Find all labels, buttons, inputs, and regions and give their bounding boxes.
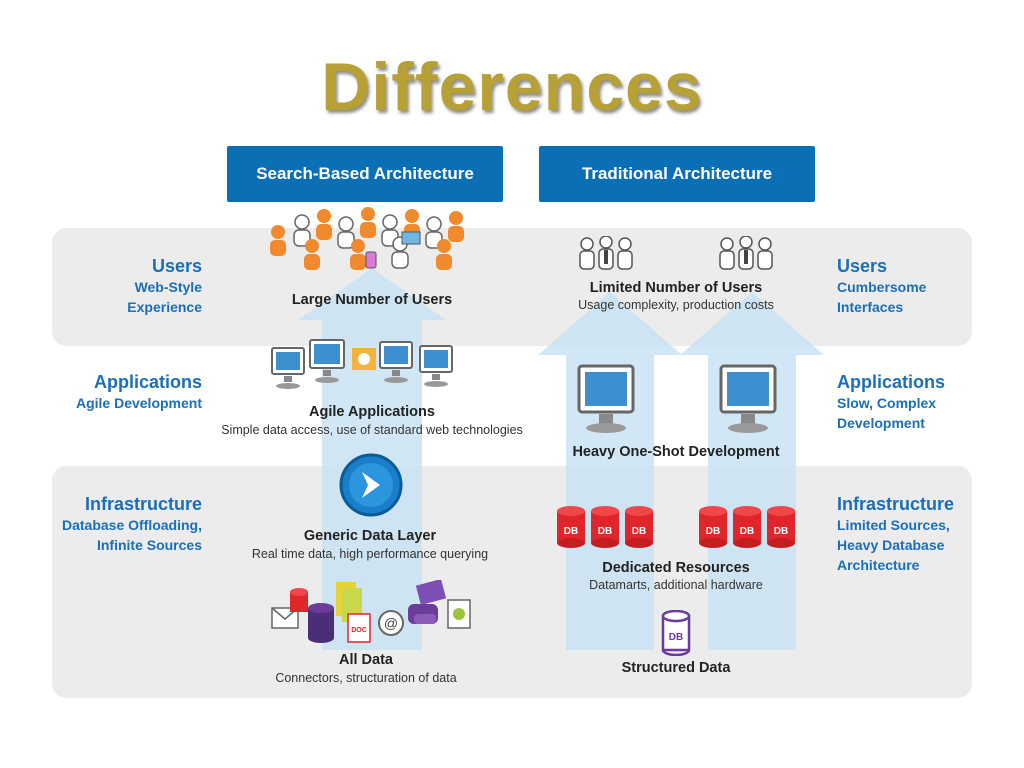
user-icon	[316, 209, 332, 240]
db-group-right: DB DB DB	[698, 505, 798, 549]
database-icon	[591, 506, 619, 548]
infrastructure-band	[52, 466, 972, 698]
monitor-icon	[271, 347, 305, 389]
left-infrastructure-sub2: Infinite Sources	[96, 537, 202, 553]
user-icon	[448, 211, 464, 242]
structured-db-icon: DB	[661, 610, 691, 656]
left-users-label: Users Web-Style Experience	[40, 256, 202, 317]
user-icon	[360, 207, 376, 238]
agile-apps-title: Agile Applications	[309, 404, 435, 420]
db-label: DB	[668, 632, 684, 643]
all-data-icons: DOC @	[271, 580, 471, 643]
agile-apps-sub: Simple data access, use of standard web …	[221, 423, 523, 437]
database-icon	[733, 506, 761, 548]
crowd-users-icon	[270, 207, 464, 270]
db-label: DB	[705, 526, 721, 537]
left-users-sub1: Web-Style	[134, 279, 202, 295]
monitor-icon	[379, 341, 413, 383]
agile-apps-icon	[271, 339, 453, 389]
doc-label: DOC	[351, 627, 367, 634]
database-icon	[557, 506, 585, 548]
right-applications-sub1: Slow, Complex	[837, 395, 937, 411]
right-users-title: Users	[837, 256, 888, 276]
limited-users-sub: Usage complexity, production costs	[578, 298, 774, 312]
db-group-left: DB DB DB	[556, 505, 656, 549]
traditional-flow-arrow-right	[680, 292, 824, 650]
left-users-title: Users	[151, 256, 202, 276]
user-icon	[293, 214, 311, 247]
card-icon	[415, 580, 447, 606]
user-icon	[337, 216, 355, 249]
generic-data-layer-title: Generic Data Layer	[303, 528, 437, 544]
monitor-icon	[419, 345, 453, 387]
database-icon	[767, 506, 795, 548]
right-applications-label: Applications Slow, Complex Development	[837, 372, 1007, 433]
traditional-architecture-header: Traditional Architecture	[539, 146, 815, 202]
page-title: Differences	[321, 49, 703, 125]
left-applications-title: Applications	[93, 372, 202, 392]
right-applications-sub2: Development	[837, 415, 925, 431]
email-icon	[271, 607, 299, 629]
monitor-icon-right	[719, 364, 777, 433]
right-infrastructure-sub3: Architecture	[837, 557, 920, 573]
generic-data-layer-sub: Real time data, high performance queryin…	[251, 547, 489, 561]
right-infrastructure-title: Infrastructure	[837, 494, 955, 514]
right-infrastructure-label: Infrastructure Limited Sources, Heavy Da…	[837, 494, 1007, 575]
all-data-sub: Connectors, structuration of data	[275, 671, 457, 685]
right-users-sub1: Cumbersome	[837, 279, 927, 295]
user-icon	[304, 239, 320, 270]
data-layer-icon	[339, 453, 403, 517]
gear-file-icon	[447, 599, 471, 629]
dedicated-resources-sub: Datamarts, additional hardware	[589, 578, 763, 592]
user-icon	[436, 239, 452, 270]
handshake-icon	[408, 604, 438, 624]
all-data-title: All Data	[339, 652, 393, 668]
wrench-icon	[352, 348, 376, 370]
right-infrastructure-sub2: Heavy Database	[837, 537, 945, 553]
left-infrastructure-label: Infrastructure Database Offloading, Infi…	[40, 494, 202, 555]
search-architecture-header: Search-Based Architecture	[227, 146, 503, 202]
database-icon	[308, 603, 334, 643]
user-group-icon-left	[579, 236, 633, 270]
database-icon	[661, 610, 691, 656]
db-label: DB	[597, 526, 613, 537]
db-label: DB	[739, 526, 755, 537]
db-label: DB	[563, 526, 579, 537]
left-users-sub2: Experience	[127, 299, 202, 315]
left-infrastructure-title: Infrastructure	[84, 494, 202, 514]
svg-text:@: @	[384, 615, 398, 631]
database-icon	[290, 588, 308, 612]
search-users-title: Large Number of Users	[291, 292, 453, 308]
right-infrastructure-sub1: Limited Sources,	[837, 517, 950, 533]
right-applications-title: Applications	[837, 372, 946, 392]
dedicated-resources-title: Dedicated Resources	[602, 560, 750, 576]
left-infrastructure-sub1: Database Offloading,	[61, 517, 202, 533]
db-label: DB	[773, 526, 789, 537]
traditional-flow-arrow-left	[538, 292, 682, 650]
limited-users-title: Limited Number of Users	[589, 280, 763, 296]
left-applications-sub1: Agile Development	[75, 395, 202, 411]
heavy-development-title: Heavy One-Shot Development	[572, 444, 780, 460]
left-applications-label: Applications Agile Development	[40, 372, 202, 413]
phone-icon	[365, 251, 377, 269]
right-users-label: Users Cumbersome Interfaces	[837, 256, 1007, 317]
user-icon	[270, 225, 286, 256]
user-icon	[350, 239, 366, 270]
doc-icon	[347, 613, 371, 643]
users-band	[52, 228, 972, 346]
database-icon	[625, 506, 653, 548]
db-label: DB	[631, 526, 647, 537]
user-group-icon-right	[719, 236, 773, 270]
user-figures	[270, 207, 464, 270]
right-users-sub2: Interfaces	[837, 299, 904, 315]
database-icon	[699, 506, 727, 548]
laptop-icon	[401, 231, 421, 245]
at-sign-icon: @	[378, 610, 404, 636]
monitor-icon	[309, 339, 345, 383]
structured-data-title: Structured Data	[621, 660, 731, 676]
monitor-icon-left	[577, 364, 635, 433]
